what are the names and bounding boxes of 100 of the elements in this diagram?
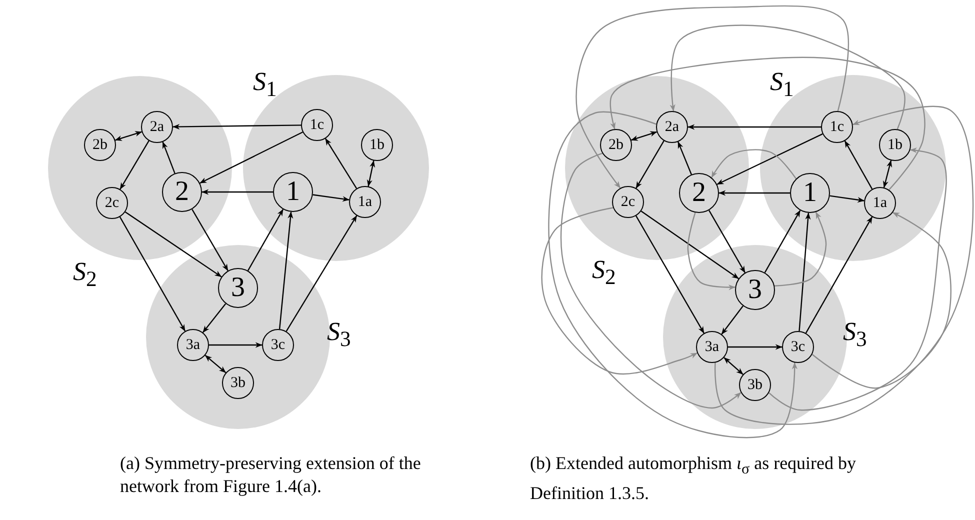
set-label: S$_{2}$ [73, 257, 97, 294]
arrow [882, 160, 892, 188]
vertex-circle [782, 331, 814, 363]
arrow [805, 216, 873, 334]
vertex-circle [679, 173, 719, 213]
arrow [120, 140, 150, 190]
arrow [678, 141, 692, 175]
vertex-circle [349, 186, 381, 218]
vertex-circle [222, 367, 254, 399]
set-label: S$_{1}$ [770, 67, 794, 104]
arrow [162, 142, 176, 174]
vertex-circle [84, 129, 116, 161]
arrow [640, 210, 739, 280]
arrow [716, 133, 823, 185]
vertex-label: 3 [231, 274, 245, 302]
vertex-label: 1b [370, 138, 384, 152]
vertex-circle [361, 129, 393, 161]
arrow [636, 140, 664, 188]
vertex-label: 3b [230, 376, 246, 390]
arrow [204, 354, 226, 374]
vertex-label: 2c [620, 194, 636, 210]
arrow [764, 210, 801, 273]
arrow [247, 209, 284, 271]
vertex-circle [273, 172, 313, 212]
arrow [774, 212, 827, 286]
vertex-circle [656, 111, 688, 143]
arrow [718, 190, 790, 196]
vertex-label: 1a [358, 194, 372, 210]
arrow [708, 210, 746, 273]
vertex-circle [218, 268, 258, 308]
vertex-label: 2b [608, 138, 624, 152]
arrow [114, 131, 142, 141]
arrow [630, 131, 658, 141]
arrow [721, 306, 744, 335]
figure-caption: (b) Extended automorphism ι$_{σ}$ as required by Definition 1.3.5. [530, 452, 858, 505]
arrow [711, 149, 797, 180]
vertex-circle [821, 111, 853, 143]
arrow [687, 212, 736, 290]
vertex-circle [141, 111, 173, 143]
arrow [192, 208, 228, 272]
set-region [48, 76, 232, 287]
vertex-circle [864, 187, 896, 219]
vertex-circle [879, 129, 911, 161]
vertex-circle [96, 187, 128, 219]
vertex-circle [735, 270, 775, 310]
set-label: S$_{1}$ [253, 67, 277, 104]
arrow [324, 138, 358, 189]
vertex-label: 3c [270, 338, 286, 352]
vertex-label: 3b [748, 378, 762, 392]
vertex-circle [600, 129, 632, 161]
arrow [812, 212, 952, 389]
vertex-label: 3a [186, 338, 200, 352]
arrow [366, 160, 376, 187]
arrow [124, 211, 222, 278]
arrow [670, 24, 906, 130]
arrow [728, 344, 782, 350]
vertex-label: 1c [830, 120, 844, 134]
arrow [172, 124, 301, 130]
vertex-label: 2c [104, 196, 120, 210]
arrow [548, 111, 798, 438]
vertex-label: 1 [803, 179, 817, 207]
vertex-circle [790, 173, 830, 213]
arrow [844, 140, 873, 190]
vertex-circle [739, 369, 771, 401]
arrow [714, 106, 974, 425]
vertex-circle [162, 172, 202, 212]
arrow [202, 303, 226, 333]
set-label: S$_{2}$ [592, 255, 616, 292]
arrow [798, 212, 811, 332]
vertex-circle [696, 331, 728, 363]
arrow [830, 195, 864, 203]
set-label: S$_{3}$ [843, 317, 867, 354]
vertex-label: 3 [748, 276, 762, 304]
arrow [688, 124, 821, 130]
vertex-label: 2b [92, 138, 108, 152]
vertex-label: 2 [692, 179, 706, 207]
vertex-label: 1c [310, 118, 324, 132]
arrow [541, 207, 698, 375]
arrow [200, 132, 303, 184]
vertex-label: 1 [286, 178, 300, 206]
arrow [724, 357, 744, 375]
vertex-label: 2a [664, 120, 680, 134]
vertex-circle [301, 109, 333, 141]
arrow [209, 342, 262, 348]
set-label: S$_{3}$ [327, 317, 351, 354]
arrow [576, 5, 849, 188]
arrow [610, 56, 926, 190]
vertex-circle [177, 329, 209, 361]
vertex-circle [612, 186, 644, 218]
arrow [278, 212, 294, 330]
arrow [286, 215, 358, 332]
arrow [202, 189, 273, 195]
vertex-label: 1a [872, 196, 888, 210]
set-region [565, 76, 749, 285]
vertex-label: 3a [704, 340, 720, 354]
vertex-label: 3c [790, 340, 806, 354]
vertex-label: 1b [888, 138, 902, 152]
arrow [119, 216, 186, 332]
vertex-label: 2 [175, 178, 189, 206]
arrow [312, 194, 350, 202]
